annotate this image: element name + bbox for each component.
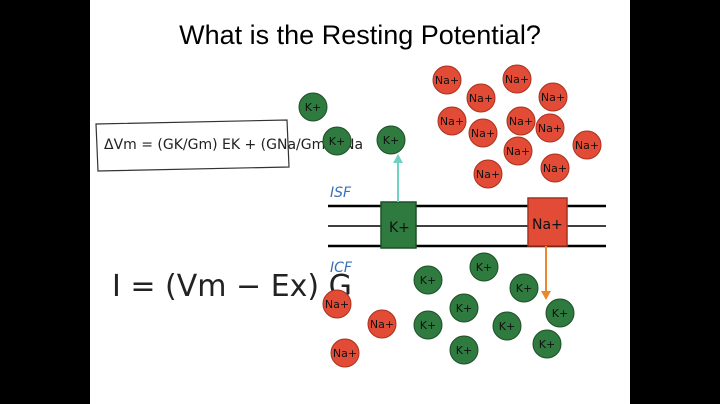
sodium-ion-label: Na+ — [471, 127, 495, 140]
potassium-ion-label: K+ — [499, 320, 515, 333]
na-channel: Na+ — [527, 197, 568, 247]
potassium-ion: K+ — [532, 329, 562, 359]
potassium-ion-label: K+ — [420, 319, 436, 332]
current-equation: I = (Vm − Ex) G — [112, 269, 352, 304]
sodium-ion: Na+ — [506, 106, 536, 136]
potassium-ion-label: K+ — [456, 302, 472, 315]
k-channel-label: K+ — [389, 220, 410, 236]
potassium-ion: K+ — [449, 335, 479, 365]
sodium-ion-label: Na+ — [325, 298, 349, 311]
sodium-ion-label: Na+ — [370, 318, 394, 331]
icf-label: ICF — [330, 260, 353, 276]
sodium-ion: Na+ — [535, 113, 565, 143]
potassium-ion: K+ — [413, 265, 443, 295]
potassium-ion-label: K+ — [329, 135, 345, 148]
potassium-ion-label: K+ — [456, 344, 472, 357]
potassium-ion: K+ — [545, 298, 575, 328]
potassium-ion-label: K+ — [539, 338, 555, 351]
sodium-ion-label: Na+ — [440, 115, 464, 128]
sodium-ion: Na+ — [322, 289, 352, 319]
potassium-ion-label: K+ — [383, 134, 399, 147]
sodium-ion-label: Na+ — [506, 145, 530, 158]
ion-field: K+ K+ K+ Na+ Na+ Na+ Na+ Na+ Na+ Na+ Na+ Na+ Na+ Na+ N… — [298, 64, 602, 368]
sodium-ion-label: Na+ — [435, 74, 459, 87]
potassium-ion: K+ — [449, 293, 479, 323]
sodium-ion-label: Na+ — [505, 73, 529, 86]
sodium-ion-label: Na+ — [469, 92, 493, 105]
sodium-ion-label: Na+ — [575, 139, 599, 152]
potassium-ion: K+ — [509, 273, 539, 303]
sodium-ion: Na+ — [437, 106, 467, 136]
potassium-ion: K+ — [298, 92, 328, 122]
conductance-equation: ΔVm = (GK/Gm) EK + (GNa/Gm) ENa — [104, 137, 363, 153]
slide-title: What is the Resting Potential? — [179, 20, 541, 50]
sodium-ion: Na+ — [538, 82, 568, 112]
potassium-ion-label: K+ — [420, 274, 436, 287]
k-efflux-arrow — [393, 154, 403, 202]
potassium-ion: K+ — [376, 125, 406, 155]
na-channel-label: Na+ — [532, 217, 563, 233]
sodium-ion-label: Na+ — [509, 115, 533, 128]
potassium-ion: K+ — [413, 310, 443, 340]
potassium-ion-label: K+ — [552, 307, 568, 320]
equation-box: ΔVm = (GK/Gm) EK + (GNa/Gm) ENa — [95, 119, 363, 172]
sodium-ion-label: Na+ — [333, 347, 357, 360]
sodium-ion: Na+ — [572, 130, 602, 160]
sodium-ion-label: Na+ — [538, 122, 562, 135]
k-channel: K+ — [380, 201, 417, 249]
potassium-ion: K+ — [469, 252, 499, 282]
sodium-ion: Na+ — [503, 136, 533, 166]
sodium-ion: Na+ — [367, 309, 397, 339]
sodium-ion: Na+ — [502, 64, 532, 94]
sodium-ion: Na+ — [468, 118, 498, 148]
sodium-ion: Na+ — [540, 153, 570, 183]
sodium-ion-label: Na+ — [476, 168, 500, 181]
sodium-ion: Na+ — [473, 159, 503, 189]
isf-label: ISF — [330, 185, 352, 201]
sodium-ion: Na+ — [466, 83, 496, 113]
na-influx-arrow — [541, 246, 551, 300]
potassium-ion: K+ — [492, 311, 522, 341]
sodium-ion: Na+ — [432, 65, 462, 95]
potassium-ion: K+ — [322, 126, 352, 156]
sodium-ion: Na+ — [330, 338, 360, 368]
sodium-ion-label: Na+ — [543, 162, 567, 175]
potassium-ion-label: K+ — [476, 261, 492, 274]
sodium-ion-label: Na+ — [541, 91, 565, 104]
potassium-ion-label: K+ — [516, 282, 532, 295]
potassium-ion-label: K+ — [305, 101, 321, 114]
